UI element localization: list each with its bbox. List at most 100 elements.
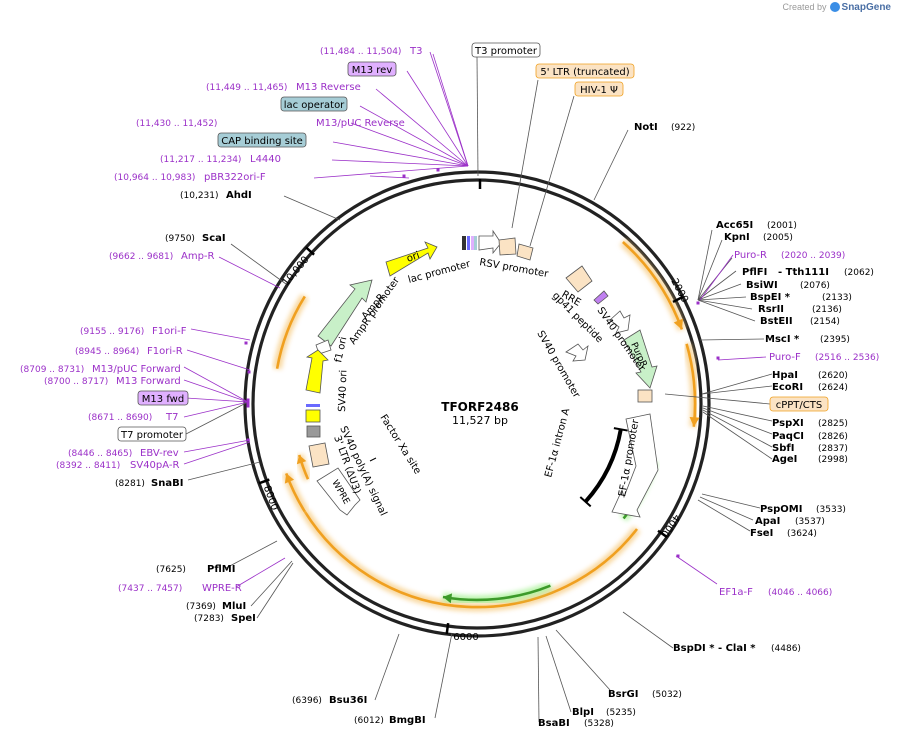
lacop-label: lac operator — [284, 100, 345, 111]
leader-ebvrev — [183, 439, 251, 453]
primer-range-6: (9155 .. 9176) — [80, 327, 144, 337]
m13rev-label: M13 rev — [352, 65, 393, 76]
primer-range-13: (7437 .. 7457) — [118, 584, 182, 594]
enzyme-6: BspEI * — [750, 292, 791, 303]
leader-msci — [699, 338, 765, 341]
primer-5: Amp-R — [181, 251, 215, 262]
primer-range-1: (11,449 .. 11,465) — [206, 83, 287, 93]
tick-0 — [672, 295, 684, 304]
sv40-promoter-arrow-2 — [565, 343, 589, 362]
ampr-arrow — [317, 279, 373, 347]
primer-8: M13/pUC Forward — [92, 364, 181, 375]
tick-4 — [305, 246, 315, 256]
leader-right-5 — [697, 296, 747, 301]
cppt-inner-box — [637, 389, 653, 403]
primer-13: WPRE-R — [202, 583, 242, 594]
enzyme-15: AgeI — [772, 454, 797, 465]
gp41-box — [593, 290, 609, 305]
sv40-ori-strip — [306, 404, 320, 407]
primer-range-8: (8709 .. 8731) — [20, 365, 84, 375]
enzyme-num-14: (2837) — [818, 444, 848, 454]
label-ori: ori — [405, 250, 421, 265]
primer-site-10 — [696, 301, 700, 305]
primer-range-10: (8671 .. 8690) — [88, 413, 152, 423]
wpre-arrow — [316, 467, 361, 516]
ltr5-label: 5' LTR (truncated) — [540, 67, 629, 78]
enzyme-num-5: (2076) — [800, 281, 830, 291]
primer-range-7: (8945 .. 8964) — [75, 347, 139, 357]
leader-pbr — [369, 175, 410, 179]
enzyme-num-19: (4486) — [771, 644, 801, 654]
factorxa-mark — [369, 457, 377, 462]
enzyme-num-20: (5032) — [652, 690, 682, 700]
cap-label: CAP binding site — [221, 136, 303, 147]
enzyme-num-17: (3537) — [795, 517, 825, 527]
primer-10: T7 — [165, 412, 178, 423]
leader-sbfi — [702, 409, 773, 448]
primer-11: EBV-rev — [140, 448, 179, 459]
lac-box-4 — [474, 236, 477, 250]
leader-bsu36i — [374, 633, 400, 701]
enzyme-0: NotI — [634, 122, 658, 133]
enzyme-12: PspXI — [772, 418, 804, 429]
sv40-ori-box — [305, 409, 321, 423]
ampr-arc-glow — [272, 294, 309, 370]
enzyme-23: BmgBI — [389, 715, 426, 726]
m13rev-label-box — [347, 61, 397, 77]
leader-top-6 — [331, 159, 469, 167]
primer-site-1 — [436, 168, 440, 172]
wpre-arc-head — [284, 473, 295, 484]
primer-range-4: (10,964 .. 10,983) — [114, 173, 195, 183]
enzyme-8: BstEII — [760, 316, 793, 327]
enzyme-num-29: (9750) — [165, 234, 195, 244]
leader-mlui — [250, 560, 293, 607]
leader-spei — [256, 562, 294, 619]
lac-box-2 — [467, 236, 470, 250]
primer-site-7 — [246, 438, 250, 442]
enzyme-num-6: (2133) — [822, 293, 852, 303]
rsv-promoter-arrow — [478, 229, 502, 255]
enzyme-28: SnaBI — [151, 478, 183, 489]
enzyme-num-16: (3533) — [816, 505, 846, 515]
leader-lines — [183, 51, 773, 723]
leader-right-1 — [697, 239, 723, 301]
primer-site-5 — [246, 401, 250, 405]
ef1-intron-arc — [584, 429, 623, 504]
enzyme-2: KpnI — [724, 232, 750, 243]
enzyme-17: ApaI — [755, 516, 780, 527]
enzyme-num-0: (922) — [671, 123, 695, 133]
leader-apai — [699, 496, 754, 521]
puror-arc-head — [673, 318, 684, 330]
leader-hpai — [701, 373, 773, 395]
enzyme-num-26: (7369) — [186, 602, 216, 612]
enzyme-num-21: (5235) — [606, 708, 636, 718]
leader-pspxi — [702, 405, 773, 422]
f1-ori-arrow — [305, 349, 329, 394]
leader-top-5 — [332, 141, 469, 167]
enzyme-4: - Tth111I — [778, 267, 829, 278]
primer-range-3: (11,217 .. 11,234) — [160, 155, 241, 165]
m13fwd-label: M13 fwd — [142, 394, 184, 405]
leader-left-2 — [185, 397, 249, 403]
enzyme-22: BsaBI — [538, 718, 570, 729]
enzyme-25: SpeI — [231, 613, 256, 624]
leader-left-1 — [183, 379, 249, 403]
enzyme-20: BsrGI — [608, 689, 638, 700]
enzyme-9: MscI * — [765, 334, 800, 345]
tick-label-2: 6000 — [453, 632, 478, 643]
backbone — [243, 170, 711, 638]
leader-right-7 — [697, 299, 756, 322]
feature-arcs — [272, 238, 700, 612]
ef1-green-arc — [442, 584, 551, 602]
primer-range-11: (8446 .. 8465) — [68, 449, 132, 459]
enzyme-13: PaqCI — [772, 431, 804, 442]
leader-ef1af — [675, 555, 718, 585]
leader-ecori — [701, 385, 773, 395]
enzyme-num-4: (2062) — [844, 268, 874, 278]
primer-site-6 — [246, 404, 250, 408]
hiv-label-box — [574, 81, 624, 97]
leader-top-3 — [359, 105, 469, 167]
primer-range-0: (11,484 .. 11,504) — [320, 47, 401, 57]
puror-arrow — [623, 329, 658, 389]
